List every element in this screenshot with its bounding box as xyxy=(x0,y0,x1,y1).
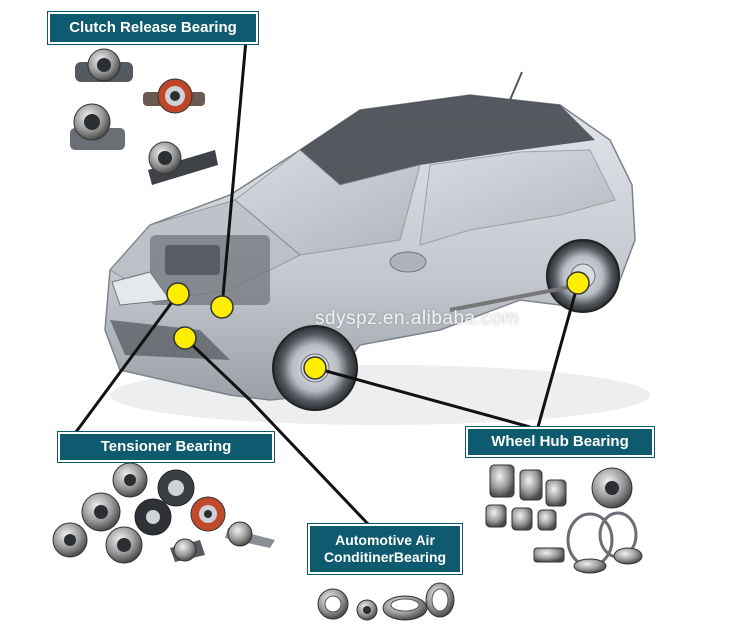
tensioner-part-5 xyxy=(190,496,226,532)
clutch-part-2 xyxy=(143,78,205,114)
tensioner-part-8 xyxy=(170,538,205,562)
wheel-hub-bearing-parts xyxy=(485,464,643,574)
hub-part-1 xyxy=(489,464,515,498)
hub-unit xyxy=(591,467,633,509)
tensioner-bearing-parts xyxy=(52,462,275,564)
hub-part-8 xyxy=(566,512,614,568)
connector-wheelhub-rear xyxy=(536,282,580,428)
watermark-text: sdyspz.en.alibaba.com xyxy=(315,308,519,329)
marker-clutch xyxy=(210,295,234,319)
label-tensioner-bearing: Tensioner Bearing xyxy=(58,432,274,462)
tensioner-part-2 xyxy=(157,469,195,507)
hub-part-6 xyxy=(537,509,557,531)
car-roof-glass xyxy=(300,95,595,185)
aircon-part-1 xyxy=(317,588,349,620)
tensioner-part-6 xyxy=(52,522,88,558)
connector-tensioner-1 xyxy=(74,293,180,433)
connector-lines xyxy=(74,39,580,526)
connector-aircon xyxy=(248,398,370,526)
marker-tensioner xyxy=(166,282,190,306)
connector-wheelhub-front xyxy=(314,366,531,429)
connector-tensioner-2 xyxy=(183,336,252,402)
engine-cover xyxy=(165,245,220,275)
marker-aircon xyxy=(173,326,197,350)
clutch-part-4 xyxy=(148,141,218,185)
marker-wheel-front xyxy=(303,356,327,380)
tensioner-part-1 xyxy=(112,462,148,498)
rear-axle xyxy=(449,283,581,312)
hub-part-10 xyxy=(573,558,607,574)
aircon-part-2 xyxy=(356,599,378,621)
aircon-part-3 xyxy=(382,595,428,621)
side-window xyxy=(419,149,616,246)
hub-part-4 xyxy=(485,504,507,528)
hub-part-2 xyxy=(519,469,543,501)
hub-part-5 xyxy=(511,507,533,531)
aircon-part-4 xyxy=(425,582,455,618)
front-grille xyxy=(110,320,230,360)
label-wheel-hub-bearing: Wheel Hub Bearing xyxy=(466,427,654,457)
aircon-bearing-parts xyxy=(317,582,455,621)
side-mirror xyxy=(389,251,427,273)
connector-clutch xyxy=(220,39,248,308)
tensioner-part-9 xyxy=(225,521,275,548)
clutch-bearing-parts xyxy=(70,48,218,185)
label-aircon-bearing: Automotive Air ConditinerBearing xyxy=(308,524,462,574)
label-clutch-release-bearing: Clutch Release Bearing xyxy=(48,12,258,44)
tensioner-part-3 xyxy=(81,492,121,532)
antenna xyxy=(509,71,523,101)
hub-part-7 xyxy=(533,547,565,563)
clutch-part-1 xyxy=(75,48,133,82)
clutch-part-3 xyxy=(70,103,125,150)
tensioner-part-7 xyxy=(105,526,143,564)
hub-part-11 xyxy=(613,547,643,565)
bearing-markers xyxy=(166,271,590,380)
marker-wheel-rear xyxy=(566,271,590,295)
hub-part-3 xyxy=(545,479,567,507)
tensioner-part-4 xyxy=(134,498,172,536)
